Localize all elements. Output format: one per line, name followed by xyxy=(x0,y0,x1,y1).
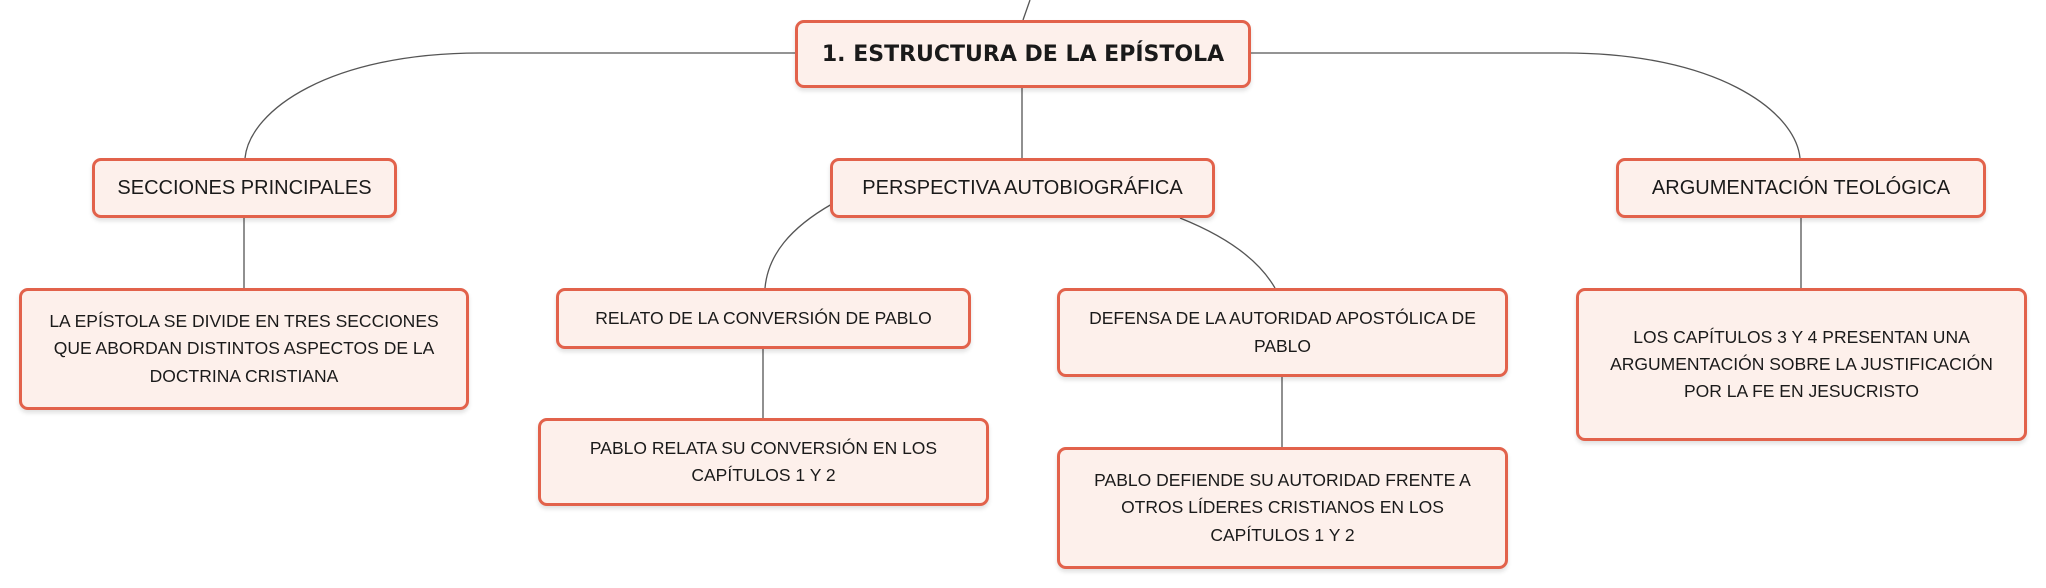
node-label: ARGUMENTACIÓN TEOLÓGICA xyxy=(1651,176,1951,199)
node-label: PERSPECTIVA AUTOBIOGRÁFICA xyxy=(862,176,1183,199)
node-defensa-autoridad[interactable]: DEFENSA DE LA AUTORIDAD APOSTÓLICA DE PA… xyxy=(1057,288,1508,377)
node-relato-detalle[interactable]: PABLO RELATA SU CONVERSIÓN EN LOS CAPÍTU… xyxy=(538,418,989,506)
node-label: SECCIONES PRINCIPALES xyxy=(117,176,372,199)
node-argumentacion-teologica[interactable]: ARGUMENTACIÓN TEOLÓGICA xyxy=(1616,158,1986,218)
connector-parent-offscreen xyxy=(1022,0,1031,21)
node-label: DEFENSA DE LA AUTORIDAD APOSTÓLICA DE PA… xyxy=(1089,308,1476,356)
node-label: 1. ESTRUCTURA DE LA EPÍSTOLA xyxy=(821,41,1225,67)
node-secciones-principales[interactable]: SECCIONES PRINCIPALES xyxy=(92,158,397,218)
connector-root-to-secciones xyxy=(244,52,795,159)
connector-root-to-argumentacion xyxy=(1250,52,1801,159)
connector-perspectiva-to-defensa xyxy=(1179,217,1276,289)
node-label: LA EPÍSTOLA SE DIVIDE EN TRES SECCIONES … xyxy=(49,311,439,386)
node-label: PABLO RELATA SU CONVERSIÓN EN LOS CAPÍTU… xyxy=(589,437,938,485)
node-defensa-detalle[interactable]: PABLO DEFIENDE SU AUTORIDAD FRENTE A OTR… xyxy=(1057,447,1508,569)
node-relato-conversion[interactable]: RELATO DE LA CONVERSIÓN DE PABLO xyxy=(556,288,971,349)
node-label: RELATO DE LA CONVERSIÓN DE PABLO xyxy=(595,307,932,328)
node-estructura-epistola[interactable]: 1. ESTRUCTURA DE LA EPÍSTOLA xyxy=(795,20,1251,88)
node-secciones-detalle[interactable]: LA EPÍSTOLA SE DIVIDE EN TRES SECCIONES … xyxy=(19,288,469,410)
node-argumentacion-detalle[interactable]: LOS CAPÍTULOS 3 Y 4 PRESENTAN UNA ARGUME… xyxy=(1576,288,2027,441)
connector-perspectiva-to-relato xyxy=(764,203,833,289)
node-perspectiva-autobiografica[interactable]: PERSPECTIVA AUTOBIOGRÁFICA xyxy=(830,158,1215,218)
node-label: LOS CAPÍTULOS 3 Y 4 PRESENTAN UNA ARGUME… xyxy=(1610,326,1993,402)
node-label: PABLO DEFIENDE SU AUTORIDAD FRENTE A OTR… xyxy=(1094,470,1471,545)
